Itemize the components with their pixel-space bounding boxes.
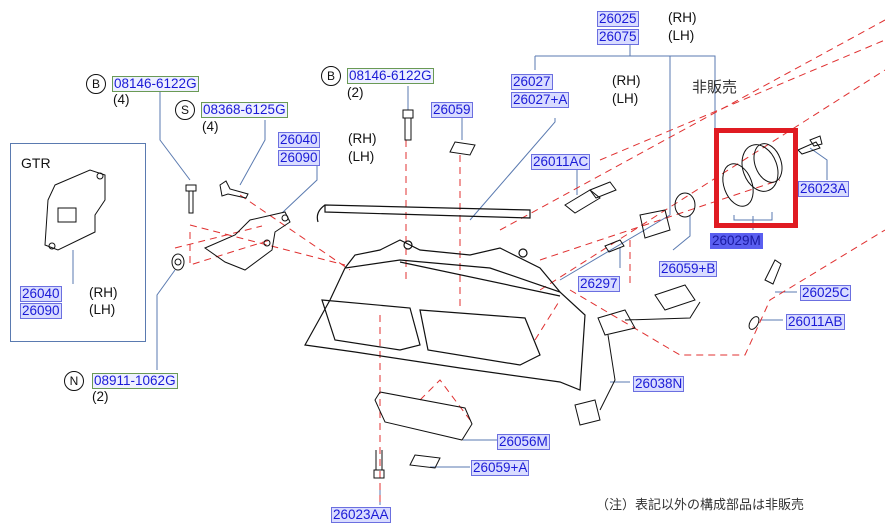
side-label: (RH): [89, 285, 118, 300]
guide-lines: [174, 19, 885, 505]
headlight-housing: [304, 239, 586, 391]
not-for-sale-label: 非販売: [692, 78, 738, 96]
bulb-drawings: [564, 181, 782, 426]
part-label-26023a[interactable]: 26023A: [798, 181, 849, 197]
side-label: (RH): [348, 131, 377, 146]
side-label: (RH): [612, 73, 641, 88]
bracket-drawing: [203, 211, 291, 271]
quantity-label: (2): [347, 85, 364, 100]
part-label-08911-1062g[interactable]: 08911-1062G: [92, 373, 178, 389]
gtr-inset-box: [10, 143, 146, 342]
part-label-26011ac[interactable]: 26011AC: [531, 154, 591, 170]
side-label: (LH): [612, 91, 639, 106]
trim-strip: [316, 204, 531, 223]
quantity-label: (4): [113, 92, 130, 107]
bolt-symbol-b: B: [86, 74, 106, 94]
side-label: (LH): [348, 149, 375, 164]
cap-drawing: [722, 143, 783, 207]
part-label-26297[interactable]: 26297: [578, 276, 620, 292]
part-label-08146-6122g[interactable]: 08146-6122G: [347, 68, 434, 84]
part-label-26040[interactable]: 26040: [20, 286, 62, 302]
part-label-26023aa[interactable]: 26023AA: [331, 507, 391, 523]
part-label-26059-a[interactable]: 26059+A: [471, 460, 530, 476]
part-label-26038n[interactable]: 26038N: [633, 376, 685, 392]
footnote: （注）表記以外の構成部品は非販売: [596, 498, 805, 513]
part-label-26011ab[interactable]: 26011AB: [786, 314, 845, 330]
part-label-26075[interactable]: 26075: [597, 29, 639, 45]
bolt-drawings: [185, 109, 823, 479]
part-label-26029m[interactable]: 26029M: [710, 233, 763, 249]
quantity-label: (4): [202, 119, 219, 134]
part-label-26040[interactable]: 26040: [278, 132, 320, 148]
side-label: (LH): [668, 28, 695, 43]
side-label: (RH): [668, 10, 697, 25]
part-label-26027[interactable]: 26027: [511, 74, 553, 90]
screw-symbol-s: S: [175, 100, 195, 120]
part-label-08146-6122g[interactable]: 08146-6122G: [112, 76, 199, 92]
leader-lines: [72, 44, 828, 505]
quantity-label: (2): [92, 389, 109, 404]
part-label-26090[interactable]: 26090: [20, 303, 62, 319]
nut-drawing: [171, 253, 185, 271]
part-label-26090[interactable]: 26090: [278, 150, 320, 166]
gasket-drawings: [374, 141, 476, 469]
nut-symbol-n: N: [64, 371, 84, 391]
part-label-26025c[interactable]: 26025C: [800, 285, 852, 301]
part-label-26027-a[interactable]: 26027+A: [511, 92, 570, 108]
highlight-box: [714, 128, 798, 228]
gtr-bracket-drawing: [44, 169, 106, 251]
side-label: (LH): [89, 302, 116, 317]
part-label-26025[interactable]: 26025: [597, 11, 639, 27]
part-label-08368-6125g[interactable]: 08368-6125G: [201, 102, 288, 118]
part-label-26056m[interactable]: 26056M: [497, 434, 550, 450]
bolt-symbol-b: B: [321, 66, 341, 86]
gtr-inset-title: GTR: [21, 155, 51, 171]
part-label-26059-b[interactable]: 26059+B: [659, 261, 718, 277]
part-label-26059[interactable]: 26059: [431, 102, 473, 118]
